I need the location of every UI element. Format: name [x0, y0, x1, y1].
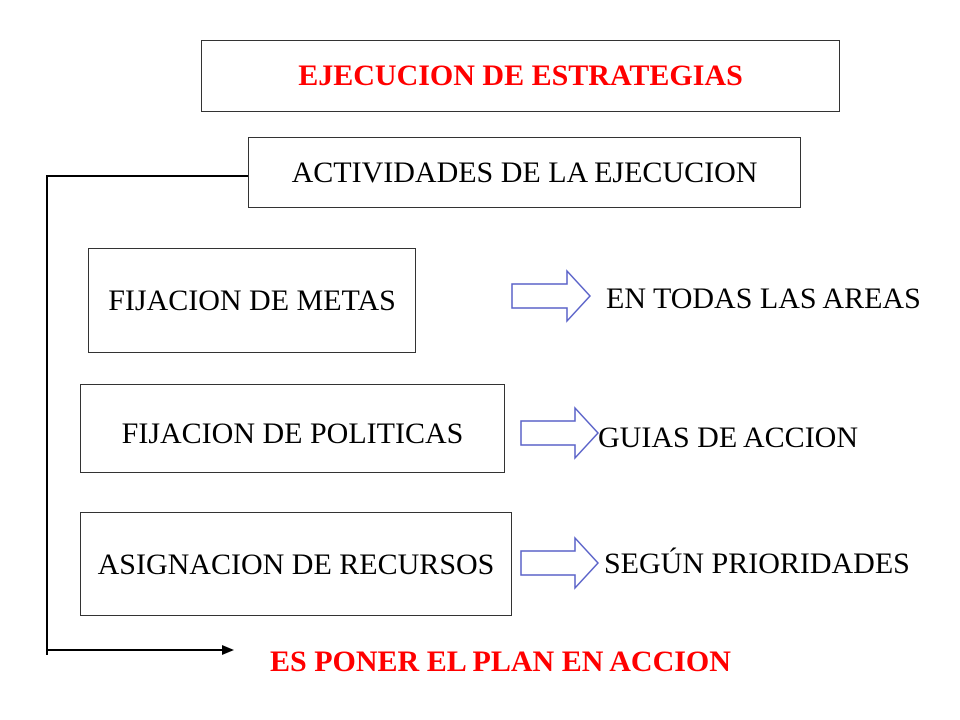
block-arrow-2 [520, 406, 600, 460]
bracket-line [46, 175, 248, 655]
block-arrow-1 [511, 269, 592, 323]
title-box: EJECUCION DE ESTRATEGIAS [201, 40, 840, 112]
title-text: EJECUCION DE ESTRATEGIAS [298, 59, 743, 92]
activity-box-policies: FIJACION DE POLITICAS [80, 384, 505, 473]
result-label-resources: SEGÚN PRIORIDADES [604, 547, 910, 580]
block-arrow-3 [520, 536, 600, 590]
conclusion-text: ES PONER EL PLAN EN ACCION [270, 645, 731, 678]
activity-box-goals: FIJACION DE METAS [88, 248, 416, 353]
subtitle-box: ACTIVIDADES DE LA EJECUCION [248, 137, 801, 208]
activity-label: ASIGNACION DE RECURSOS [97, 548, 495, 581]
activity-label: FIJACION DE METAS [108, 283, 396, 317]
activity-label: FIJACION DE POLITICAS [121, 417, 464, 450]
result-label-goals: EN TODAS LAS AREAS [606, 282, 921, 315]
subtitle-text: ACTIVIDADES DE LA EJECUCION [291, 155, 758, 189]
activity-box-resources: ASIGNACION DE RECURSOS [80, 512, 512, 616]
result-label-policies: GUIAS DE ACCION [598, 421, 859, 454]
